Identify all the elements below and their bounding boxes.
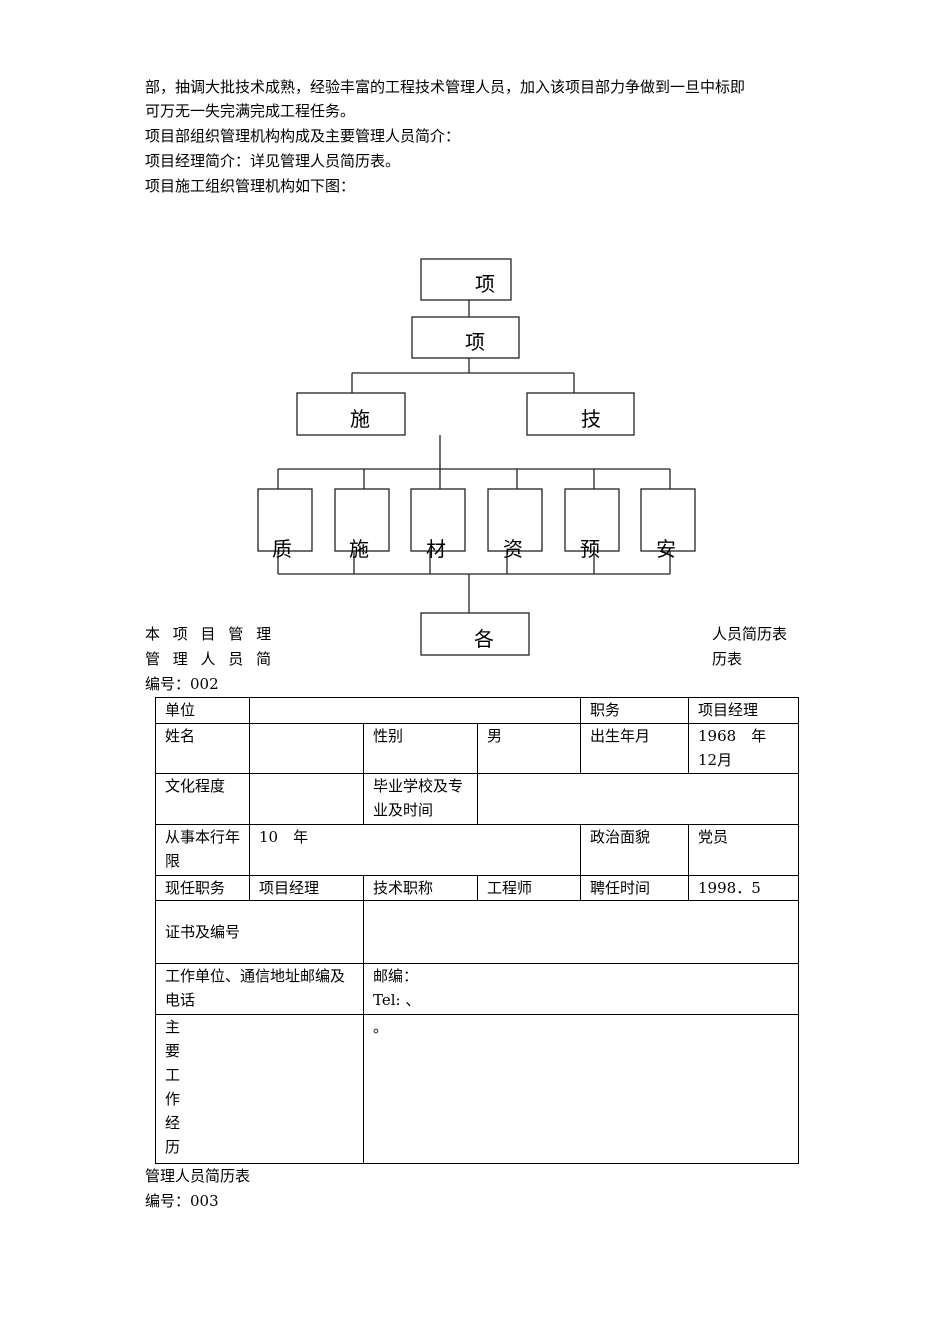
serial-number: 编号：003 bbox=[145, 1192, 219, 1210]
org-dept-label: 质 bbox=[272, 537, 292, 561]
label-cell: 主要工作经历 bbox=[155, 1014, 364, 1164]
value: 10 年 bbox=[248, 824, 582, 876]
value: 项目经理 bbox=[249, 875, 364, 901]
org-dept-box bbox=[410, 488, 466, 552]
value: 邮编： Tel: 、 bbox=[362, 963, 800, 1015]
side-text: 历表 bbox=[712, 650, 743, 668]
value: 项目经理 bbox=[688, 697, 800, 724]
value: 1968 年 12月 bbox=[688, 723, 800, 774]
label: 性别 bbox=[363, 723, 478, 774]
value bbox=[476, 773, 800, 825]
org-connectors bbox=[277, 300, 671, 613]
org-dept-box bbox=[640, 488, 696, 552]
footer-title: 管理人员简历表 bbox=[145, 1167, 251, 1185]
side-text: 管 理 人 员 简 bbox=[145, 650, 276, 668]
tel: Tel: 、 bbox=[373, 991, 421, 1009]
value bbox=[362, 900, 800, 964]
value bbox=[248, 697, 582, 724]
value: 1998．5 bbox=[688, 875, 800, 901]
value: 党员 bbox=[688, 824, 800, 876]
org-box-right bbox=[526, 392, 635, 436]
org-box-left bbox=[296, 392, 406, 436]
org-box-bottom bbox=[420, 612, 530, 656]
label: 现任职务 bbox=[155, 875, 250, 901]
org-dept-box bbox=[257, 488, 313, 552]
org-box-top bbox=[420, 258, 512, 301]
org-dept-box bbox=[334, 488, 390, 552]
label: 单位 bbox=[155, 697, 250, 724]
value bbox=[249, 773, 364, 825]
org-chart: 项 项 施 技 质 施 材 资 预 安 各 bbox=[257, 258, 696, 656]
intro-line: 项目经理简介：详见管理人员简历表。 bbox=[145, 152, 401, 170]
work-experience-label: 主要工作经历 bbox=[165, 1018, 181, 1156]
label: 毕业学校及专业及时间 bbox=[363, 773, 478, 825]
value: 工程师 bbox=[476, 875, 582, 901]
intro-line: 可万无一失完满完成工程任务。 bbox=[145, 102, 356, 120]
value: 男 bbox=[476, 723, 582, 774]
org-box-second bbox=[411, 316, 520, 359]
value bbox=[249, 723, 364, 774]
org-dept-label: 安 bbox=[656, 537, 676, 561]
org-dept-box bbox=[487, 488, 543, 552]
label: 出生年月 bbox=[580, 723, 690, 774]
work-experience-value: 。 bbox=[362, 1014, 800, 1164]
org-dept-label: 资 bbox=[503, 537, 523, 561]
label: 从事本行年限 bbox=[155, 824, 250, 876]
org-dept-box bbox=[564, 488, 620, 552]
org-dept-label: 施 bbox=[349, 537, 369, 561]
label: 技术职称 bbox=[363, 875, 478, 901]
side-text: 人员简历表 bbox=[712, 625, 788, 643]
label: 政治面貌 bbox=[580, 824, 690, 876]
label: 职务 bbox=[580, 697, 690, 724]
org-dept-label: 材 bbox=[426, 537, 446, 561]
org-second-label: 项 bbox=[465, 330, 485, 354]
label: 工作单位、通信地址邮编及电话 bbox=[155, 963, 364, 1015]
label: 聘任时间 bbox=[580, 875, 690, 901]
zip: 邮编： bbox=[373, 967, 419, 985]
org-top-label: 项 bbox=[475, 272, 495, 296]
label: 文化程度 bbox=[155, 773, 250, 825]
org-dept-label: 预 bbox=[580, 537, 600, 561]
side-text: 本 项 目 管 理 bbox=[145, 625, 276, 643]
intro-line: 部，抽调大批技术成熟，经验丰富的工程技术管理人员，加入该项目部力争做到一旦中标即 bbox=[145, 78, 746, 96]
org-left-label: 施 bbox=[350, 407, 370, 431]
intro-line: 项目施工组织管理机构如下图： bbox=[145, 177, 356, 195]
serial-number: 编号：002 bbox=[145, 675, 219, 693]
label: 证书及编号 bbox=[155, 900, 364, 964]
label: 姓名 bbox=[155, 723, 250, 774]
org-right-label: 技 bbox=[581, 407, 601, 431]
org-bottom-label: 各 bbox=[474, 627, 494, 651]
intro-line: 项目部组织管理机构构成及主要管理人员简介： bbox=[145, 127, 461, 145]
